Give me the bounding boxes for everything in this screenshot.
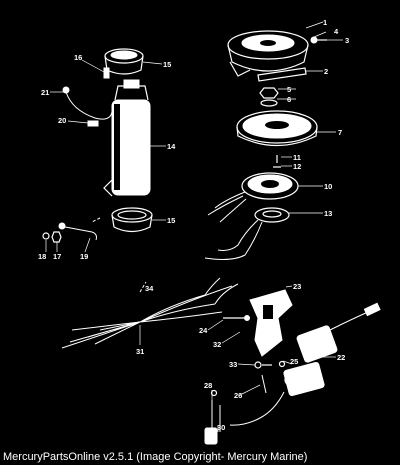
callout-25: 25 <box>290 357 298 366</box>
spark-plug-wire-part[interactable] <box>204 389 221 445</box>
flywheel-part[interactable] <box>236 110 318 147</box>
leader-lines <box>45 21 343 432</box>
callout-26: 26 <box>234 391 242 400</box>
callout-33: 33 <box>229 360 237 369</box>
callout-31: 31 <box>136 347 144 356</box>
stator-screw-part[interactable] <box>273 155 281 168</box>
stator-part[interactable] <box>207 172 299 223</box>
callout-5: 5 <box>287 85 291 94</box>
callout-16: 16 <box>74 53 82 62</box>
switch-box-bracket-part[interactable] <box>223 289 293 357</box>
ground-cable-part[interactable] <box>42 217 101 243</box>
callout-21: 21 <box>41 88 49 97</box>
callout-13: 13 <box>324 209 332 218</box>
callout-23: 23 <box>293 282 301 291</box>
callout-24: 24 <box>199 326 208 335</box>
exploded-parts-diagram: 1 2 3 4 5 6 7 10 11 12 13 14 15 15 16 17… <box>38 18 381 445</box>
callout-11: 11 <box>293 153 301 162</box>
coil-hardware-part[interactable] <box>254 360 286 394</box>
callout-2: 2 <box>324 67 328 76</box>
callout-15-bottom: 15 <box>167 216 175 225</box>
callout-22: 22 <box>337 353 345 362</box>
callout-17: 17 <box>53 252 61 261</box>
callout-32: 32 <box>213 340 221 349</box>
starter-motor-part[interactable] <box>103 79 151 197</box>
trigger-ring-part[interactable] <box>204 207 290 260</box>
callout-30: 30 <box>217 423 225 432</box>
callout-7: 7 <box>338 128 342 137</box>
starter-cable-part[interactable] <box>62 86 113 120</box>
wiring-harness-part[interactable] <box>61 277 239 349</box>
callout-28: 28 <box>204 381 212 390</box>
callout-20: 20 <box>58 116 66 125</box>
callout-15-top: 15 <box>163 60 171 69</box>
callout-4: 4 <box>334 27 339 36</box>
ignition-coil-upper-part[interactable] <box>296 302 381 363</box>
callout-12: 12 <box>293 162 301 171</box>
cover-screw-part[interactable] <box>310 36 327 44</box>
callout-34: 34 <box>145 284 154 293</box>
starter-bolt-part[interactable] <box>87 67 110 127</box>
flywheel-nut-part[interactable] <box>259 87 279 107</box>
starter-bottom-cap-part[interactable] <box>111 207 153 233</box>
flywheel-cover-part[interactable] <box>227 30 309 77</box>
cover-band-part[interactable] <box>257 67 307 82</box>
callout-6: 6 <box>287 95 291 104</box>
copyright-caption: MercuryPartsOnline v2.5.1 (Image Copyrig… <box>3 451 308 463</box>
callout-1: 1 <box>323 18 327 27</box>
callout-10: 10 <box>324 182 332 191</box>
callout-14: 14 <box>167 142 176 151</box>
ignition-coil-lower-part[interactable] <box>229 361 325 426</box>
callout-numbers: 1 2 3 4 5 6 7 10 11 12 13 14 15 15 16 17… <box>38 18 349 432</box>
callout-19: 19 <box>80 252 88 261</box>
starter-top-cap-part[interactable] <box>104 48 144 75</box>
callout-3: 3 <box>345 36 349 45</box>
callout-18: 18 <box>38 252 46 261</box>
